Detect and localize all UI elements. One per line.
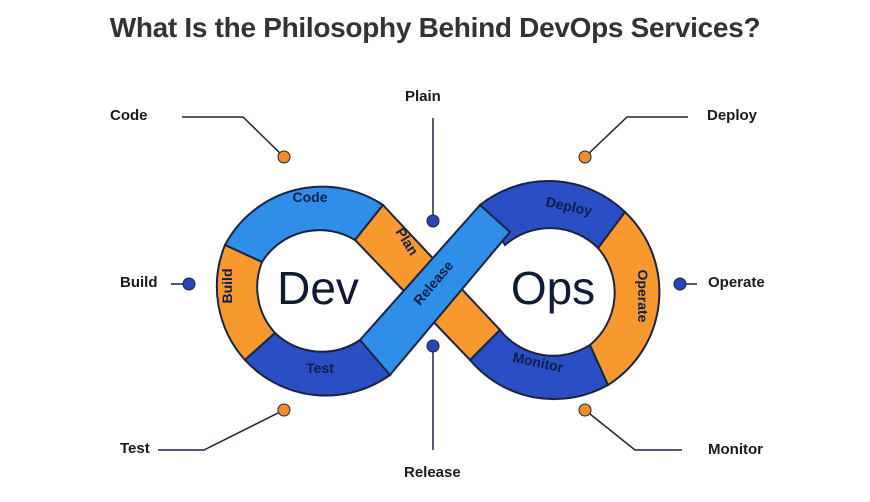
callout-label-test: Test bbox=[120, 440, 150, 457]
test-dot bbox=[277, 403, 291, 417]
callout-lines bbox=[158, 116, 697, 451]
plain-dot bbox=[426, 214, 440, 228]
test-callout-line bbox=[158, 409, 285, 451]
segment-code bbox=[223, 185, 385, 264]
center-label-ops: Ops bbox=[511, 262, 595, 314]
callout-label-deploy: Deploy bbox=[707, 107, 758, 124]
code-callout-line bbox=[182, 116, 285, 158]
ring-label-test: Test bbox=[306, 360, 334, 376]
ring-label-operate: Operate bbox=[635, 270, 651, 323]
segment-operate bbox=[588, 210, 661, 387]
callout-label-release: Release bbox=[404, 464, 461, 481]
callout-label-monitor: Monitor bbox=[708, 441, 763, 458]
build-dot bbox=[182, 277, 196, 291]
segment-test bbox=[243, 331, 392, 397]
callout-label-plain: Plain bbox=[405, 88, 441, 105]
operate-dot bbox=[673, 277, 687, 291]
ring-label-build: Build bbox=[219, 269, 235, 304]
release-dot bbox=[426, 339, 440, 353]
callout-label-code: Code bbox=[110, 107, 148, 124]
callout-label-build: Build bbox=[120, 274, 158, 291]
monitor-dot bbox=[578, 403, 592, 417]
monitor-callout-line bbox=[584, 409, 682, 451]
ring-label-code: Code bbox=[293, 189, 328, 205]
segment-release bbox=[358, 203, 512, 377]
deploy-dot bbox=[578, 150, 592, 164]
code-dot bbox=[277, 150, 291, 164]
page-title: What Is the Philosophy Behind DevOps Ser… bbox=[109, 12, 761, 43]
callout-label-operate: Operate bbox=[708, 274, 765, 291]
center-label-dev: Dev bbox=[277, 262, 359, 314]
deploy-callout-line bbox=[584, 116, 688, 158]
